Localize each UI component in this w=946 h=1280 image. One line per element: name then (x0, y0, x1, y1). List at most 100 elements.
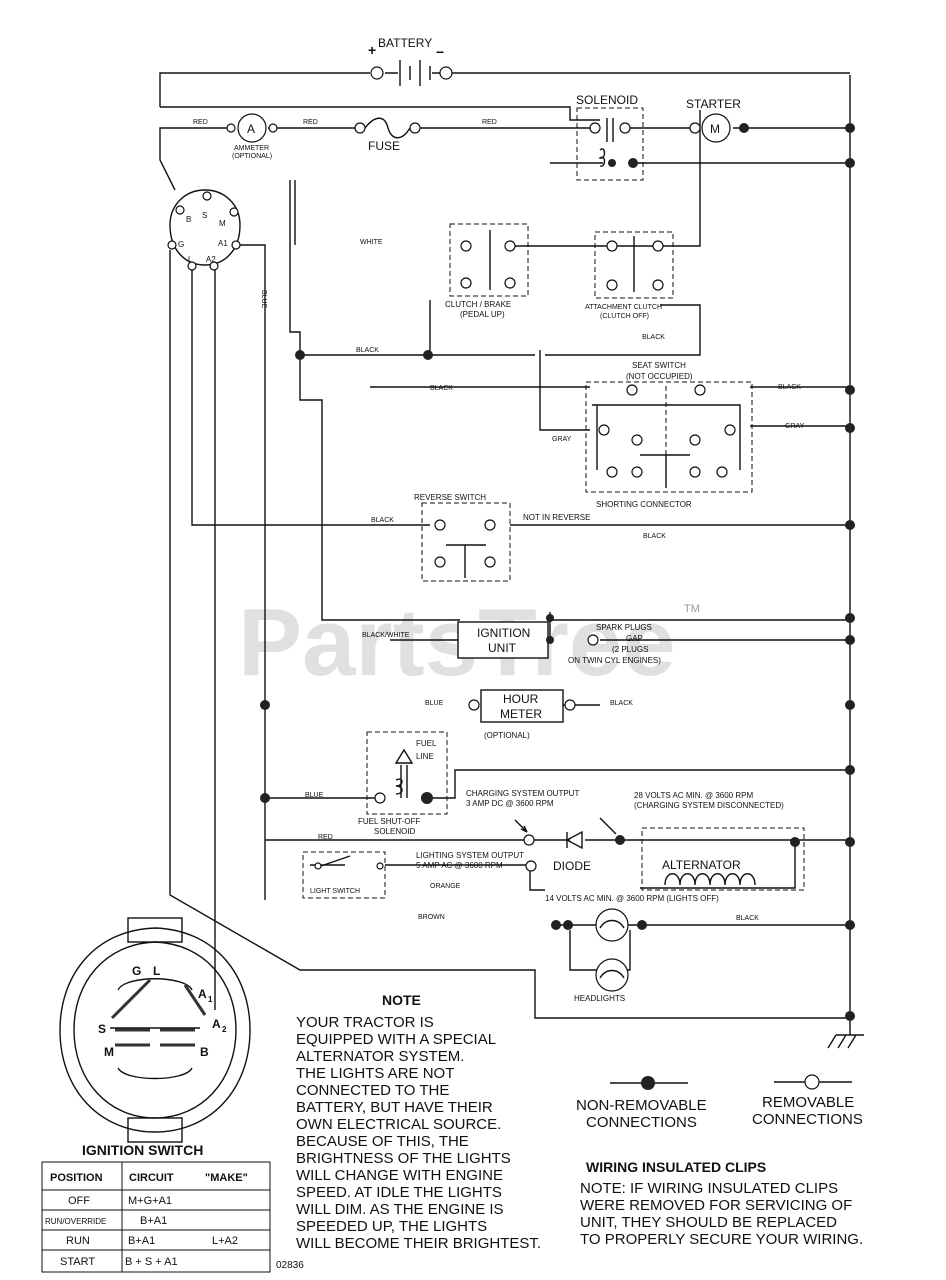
table-header-position: POSITION (50, 1172, 103, 1184)
wire-red-2: RED (303, 119, 318, 126)
wire-white: WHITE (360, 239, 383, 246)
reverse-switch-label: REVERSE SWITCH (414, 493, 486, 502)
note-line: SPEEDED UP, THE LIGHTS (296, 1218, 487, 1235)
ignition-switch-table: IGNITION SWITCH POSITION CIRCUIT "MAKE" … (41, 1142, 304, 1273)
fuse-label: FUSE (368, 139, 400, 153)
charging-output-spec: 3 AMP DC @ 3600 RPM (466, 799, 554, 808)
term-a1: A1 (218, 239, 228, 248)
note-line: WILL DIM. AS THE ENGINE IS (296, 1201, 504, 1218)
wire-black-7: BLACK (610, 700, 633, 707)
ammeter: A AMMETER (OPTIONAL) (226, 113, 278, 160)
volts-28-sub: (CHARGING SYSTEM DISCONNECTED) (634, 801, 784, 810)
fuel-solenoid-label: FUEL SHUT-OFF (358, 817, 420, 826)
wire-black-3: BLACK (430, 385, 453, 392)
hour-meter-optional: (OPTIONAL) (484, 731, 530, 740)
term-b: B (186, 215, 191, 224)
clips-line: NOTE: IF WIRING INSULATED CLIPS (580, 1180, 838, 1197)
volts-28-label: 28 VOLTS AC MIN. @ 3600 RPM (634, 791, 753, 800)
ignition-switch-face: G L A 1 S A 2 M B (59, 917, 251, 1143)
table-header-make: "MAKE" (205, 1172, 248, 1184)
note-line: ALTERNATOR SYSTEM. (296, 1048, 464, 1065)
table-row-off-circuit: M+G+A1 (128, 1195, 172, 1207)
wire-orange: ORANGE (430, 883, 461, 890)
hour-meter-line2: METER (500, 707, 542, 721)
note-line: YOUR TRACTOR IS (296, 1014, 434, 1031)
spark-plugs-count: (2 PLUGS (612, 645, 648, 654)
table-row-off-position: OFF (68, 1195, 90, 1207)
ignition-switch-terminals: B S M G A1 L A2 (167, 189, 241, 271)
clips-line: TO PROPERLY SECURE YOUR WIRING. (580, 1231, 863, 1248)
face-a1: A (198, 987, 207, 1001)
table-row-start-circuit: B + S + A1 (125, 1256, 178, 1268)
wire-black-8: BLACK (736, 915, 759, 922)
table-row-start-position: START (60, 1256, 95, 1268)
ammeter-a: A (247, 122, 255, 136)
note-line: WILL BECOME THEIR BRIGHTEST. (296, 1235, 541, 1252)
term-g: G (178, 240, 184, 249)
solenoid: SOLENOID (576, 93, 644, 181)
shorting-connector-label: SHORTING CONNECTOR (596, 500, 692, 509)
seat-switch-sub: (NOT OCCUPIED) (626, 372, 693, 381)
wire-blue-2: BLUE (305, 792, 324, 799)
fuse: FUSE (354, 117, 421, 153)
attachment-clutch-label: ATTACHMENT CLUTCH (585, 304, 662, 311)
light-switch: LIGHT SWITCH (302, 851, 386, 899)
clips-line: WERE REMOVED FOR SERVICING OF (580, 1197, 852, 1214)
spark-plugs-label: SPARK PLUGS (596, 623, 652, 632)
connection-legend: NON-REMOVABLE CONNECTIONS REMOVABLE CONN… (576, 1074, 863, 1131)
clutch-brake-label: CLUTCH / BRAKE (445, 300, 511, 309)
wires (159, 72, 864, 1049)
note-line: OWN ELECTRICAL SOURCE. (296, 1116, 501, 1133)
starter-m: M (710, 122, 720, 136)
wire-black-2: BLACK (356, 347, 379, 354)
wire-black-6: BLACK (643, 533, 666, 540)
attachment-clutch-sub: (CLUTCH OFF) (600, 313, 649, 320)
legend-removable: REMOVABLE (762, 1094, 854, 1111)
headlights-label: HEADLIGHTS (574, 994, 625, 1003)
lighting-output-spec: 5 AMP AC @ 3600 RPM (416, 861, 503, 870)
term-l: L (188, 255, 193, 264)
wire-black-4: BLACK (778, 384, 801, 391)
face-a2: A (212, 1017, 221, 1031)
clutch-brake-sub: (PEDAL UP) (460, 310, 505, 319)
not-in-reverse: NOT IN REVERSE (523, 513, 590, 522)
hour-meter: HOUR METER (OPTIONAL) (468, 689, 576, 740)
note-line: BATTERY, BUT HAVE THEIR (296, 1099, 493, 1116)
wire-blue-1: BLUE (425, 700, 444, 707)
wire-brown: BROWN (418, 914, 445, 921)
wire-red-4: RED (318, 834, 333, 841)
battery-minus: − (436, 44, 444, 60)
alternator-note: NOTE YOUR TRACTOR IS EQUIPPED WITH A SPE… (296, 992, 541, 1252)
hour-meter-line1: HOUR (503, 692, 539, 706)
seat-switch: SEAT SWITCH (NOT OCCUPIED) SHORTING CONN… (585, 361, 753, 509)
legend-removable-sub: CONNECTIONS (752, 1111, 863, 1128)
attachment-clutch-switch: ATTACHMENT CLUTCH (CLUTCH OFF) (585, 231, 674, 320)
face-m: M (104, 1045, 114, 1059)
lighting-output-label: LIGHTING SYSTEM OUTPUT (416, 851, 524, 860)
wire-black-white: BLACK/WHITE (362, 632, 410, 639)
starter-label: STARTER (686, 97, 741, 111)
drawing-number: 02836 (276, 1260, 304, 1271)
diode-label: DIODE (553, 859, 591, 873)
note-line: EQUIPPED WITH A SPECIAL (296, 1031, 496, 1048)
starter: M STARTER (686, 97, 749, 143)
seat-switch-label: SEAT SWITCH (632, 361, 686, 370)
clips-title: WIRING INSULATED CLIPS (586, 1159, 766, 1175)
charging-output-label: CHARGING SYSTEM OUTPUT (466, 789, 579, 798)
fuel-solenoid-sub: SOLENOID (374, 827, 416, 836)
battery: BATTERY + − (368, 36, 453, 86)
wire-gray-1: GRAY (552, 436, 572, 443)
term-m: M (219, 219, 226, 228)
table-header-circuit: CIRCUIT (129, 1172, 174, 1184)
legend-non-removable: NON-REMOVABLE (576, 1097, 707, 1114)
clutch-brake-switch: CLUTCH / BRAKE (PEDAL UP) (445, 223, 529, 319)
fuel-solenoid: FUEL LINE FUEL SHUT-OFF SOLENOID (358, 731, 448, 836)
face-g: G (132, 964, 141, 978)
ignition-unit: IGNITION UNIT SPARK PLUGS GAP (2 PLUGS O… (457, 621, 661, 665)
note-line: BECAUSE OF THIS, THE (296, 1133, 469, 1150)
ammeter-label: AMMETER (234, 145, 269, 152)
non-removable-symbol (641, 1076, 655, 1090)
table-row-override-position: RUN/OVERRIDE (45, 1217, 106, 1226)
note-line: THE LIGHTS ARE NOT (296, 1065, 454, 1082)
light-switch-label: LIGHT SWITCH (310, 888, 360, 895)
